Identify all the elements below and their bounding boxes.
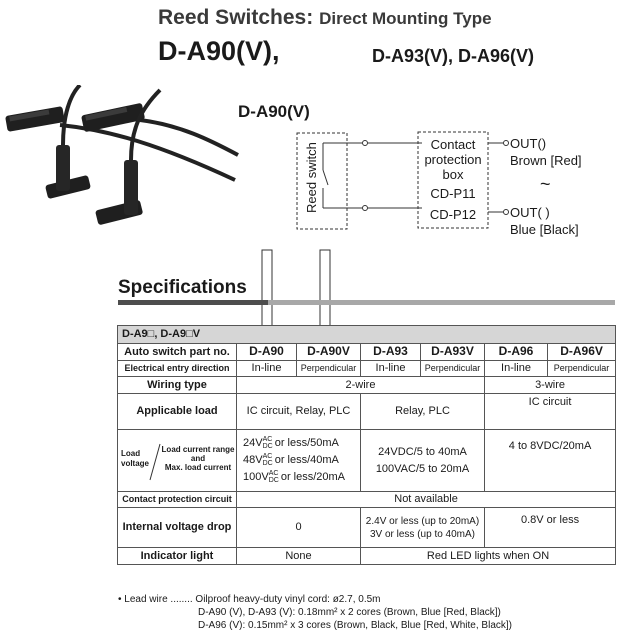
load-a93: 24VDC/5 to 40mA 100VAC/5 to 20mA [360,429,485,492]
svg-text:CD-P12: CD-P12 [430,207,476,222]
title-sub: Direct Mounting Type [319,9,492,28]
contact-protection-box [417,131,489,229]
spec-table: D-A9□, D-A9□V Auto switch part no. D-A90… [116,325,617,565]
table-row: Contact protection circuit Not available [117,491,617,508]
table-row: Internal voltage drop 0 2.4V or less (up… [117,507,617,548]
out-minus-color: Blue [Black] [510,222,579,237]
table-row: Indicator light None Red LED lights when… [117,547,617,565]
table-row: Electrical entry direction In-line Perpe… [117,360,617,377]
spec-rule-dark [118,300,268,305]
reed-switch-label: Reed switch [304,142,319,213]
table-row: Wiring type 2-wire 3-wire [117,376,617,394]
page-title: Reed Switches: Direct Mounting Type [158,6,492,30]
tilde: ~ [540,174,551,194]
lead-wire-notes: • Lead wire ........ Oilproof heavy-duty… [118,594,512,631]
svg-text:box: box [443,167,464,182]
out-minus: OUT( ) [510,205,550,220]
table-row: Applicable load IC circuit, Relay, PLC R… [117,393,617,430]
circuit-title: D-A90(V) [238,102,310,121]
out-plus: OUT() [510,136,546,151]
title-main: Reed Switches: [158,6,314,29]
table-header: D-A9□, D-A9□V [116,325,617,344]
svg-text:protection: protection [424,152,481,167]
model-secondary: D-A93(V), D-A96(V) [372,46,535,66]
circuit-diagram: Reed switch Contact protection box CD-P1… [261,131,582,330]
model-primary: D-A90(V), [158,36,280,66]
svg-text:CD-P11: CD-P11 [430,186,475,201]
product-photo [5,85,239,225]
spec-rule-light [268,300,615,305]
table-row: Auto switch part no. D-A90 D-A90V D-A93 … [117,343,617,361]
reed-switch-box [296,132,348,230]
out-plus-color: Brown [Red] [510,153,582,168]
table-row: D-A9□, D-A9□V [116,325,617,344]
spec-title: Specifications [118,277,247,298]
svg-text:Contact: Contact [431,137,476,152]
